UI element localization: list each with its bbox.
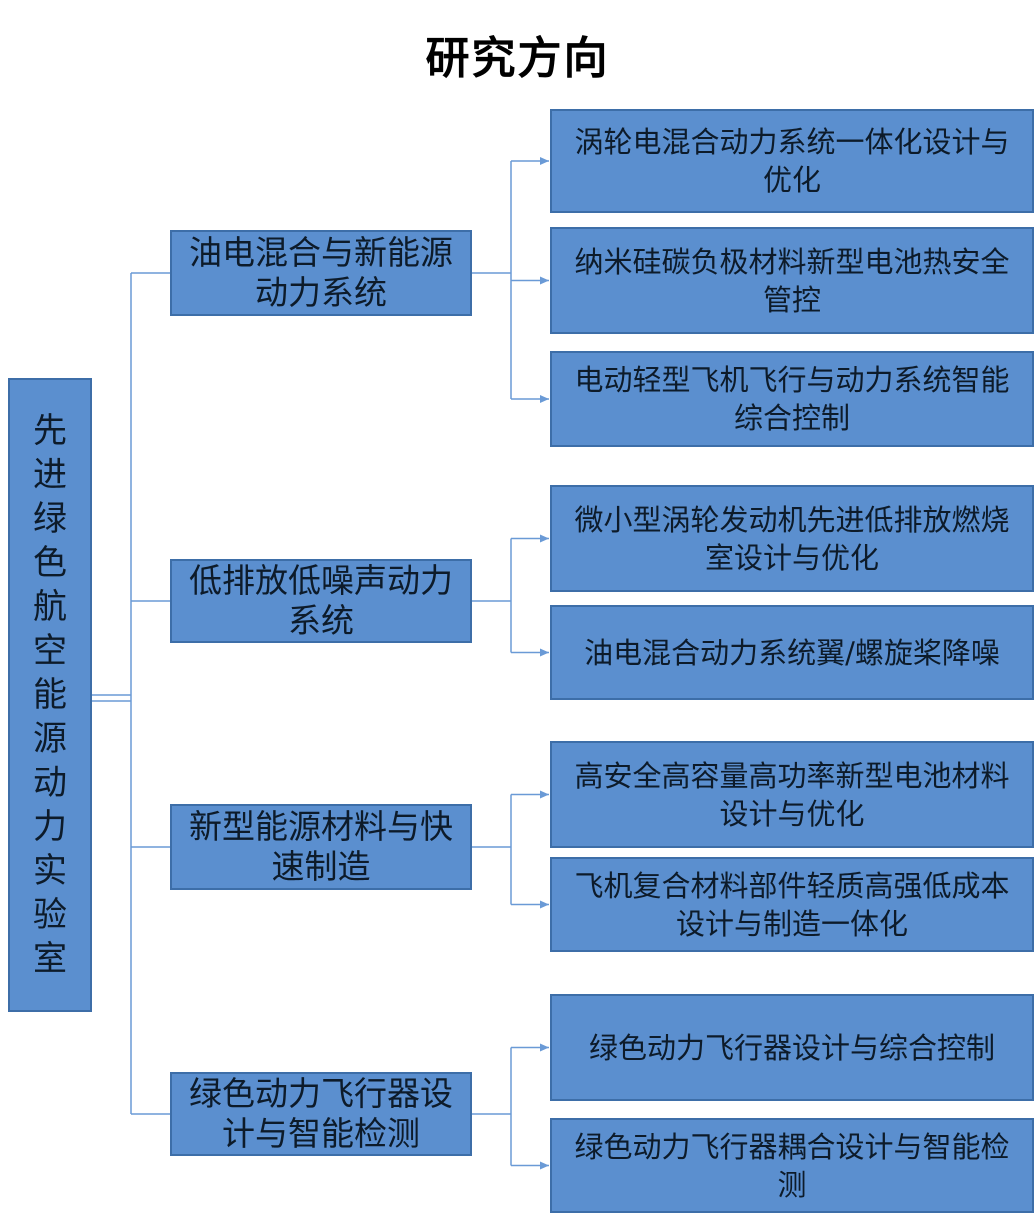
root-label-char: 绿: [33, 499, 67, 539]
root-label-char: 色: [33, 543, 67, 583]
page-title: 研究方向: [425, 33, 610, 84]
root-label-char: 航: [33, 587, 67, 627]
root-label-char: 力: [33, 807, 67, 847]
branch-node-hybrid-power: 油电混合与新能源动力系统: [170, 230, 472, 316]
root-label-char: 动: [33, 763, 67, 803]
root-label-char: 先: [33, 411, 67, 451]
leaf-node: 油电混合动力系统翼/螺旋桨降噪: [550, 605, 1034, 700]
branch-node-low-emission: 低排放低噪声动力系统: [170, 559, 472, 643]
branch-node-green-aircraft: 绿色动力飞行器设计与智能检测: [170, 1072, 472, 1156]
root-label-char: 能: [33, 675, 67, 715]
root-label-char: 源: [33, 719, 67, 759]
root-label-char: 验: [33, 895, 67, 935]
leaf-node: 高安全高容量高功率新型电池材料设计与优化: [550, 741, 1034, 848]
root-label-char: 空: [33, 631, 67, 671]
root-label-char: 进: [33, 455, 67, 495]
leaf-node: 绿色动力飞行器耦合设计与智能检测: [550, 1118, 1034, 1213]
root-label-char: 室: [33, 939, 67, 979]
leaf-node: 绿色动力飞行器设计与综合控制: [550, 994, 1034, 1101]
leaf-node: 涡轮电混合动力系统一体化设计与优化: [550, 109, 1034, 213]
leaf-node: 电动轻型飞机飞行与动力系统智能综合控制: [550, 351, 1034, 447]
root-label-char: 实: [33, 851, 67, 891]
leaf-node: 微小型涡轮发动机先进低排放燃烧室设计与优化: [550, 485, 1034, 592]
branch-node-energy-materials: 新型能源材料与快速制造: [170, 804, 472, 890]
leaf-node: 纳米硅碳负极材料新型电池热安全管控: [550, 227, 1034, 334]
root-node: 先进绿色航空能源动力实验室: [8, 378, 92, 1012]
leaf-node: 飞机复合材料部件轻质高强低成本设计与制造一体化: [550, 857, 1034, 952]
